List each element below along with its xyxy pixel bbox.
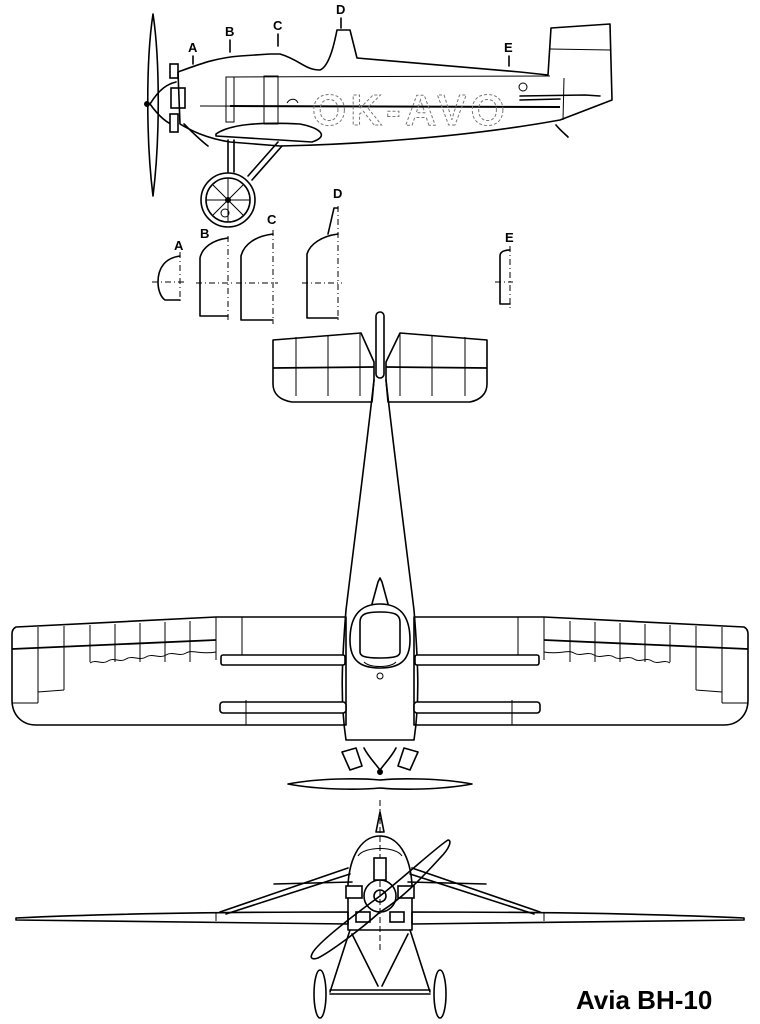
section-label-b: B	[225, 24, 234, 39]
section-a-label: A	[174, 238, 184, 253]
propeller-top	[287, 778, 473, 790]
aileron-left	[220, 654, 346, 666]
section-label-d: D	[336, 2, 345, 17]
side-view: OK-AVO A B C D E	[144, 2, 613, 228]
wheel-right-front	[433, 969, 447, 1019]
wing-airfoil-side	[215, 122, 323, 143]
cockpit-top	[349, 603, 411, 669]
section-e-label: E	[505, 230, 514, 245]
rudder-top	[375, 311, 385, 379]
section-b-label: B	[200, 226, 209, 241]
section-label-a: A	[188, 40, 198, 55]
aircraft-title: Avia BH-10	[576, 985, 713, 1015]
section-label-e: E	[504, 40, 513, 55]
section-label-c: C	[273, 18, 283, 33]
propeller-side	[146, 13, 160, 197]
wing-right-front	[411, 911, 745, 925]
wheel-side	[200, 172, 256, 228]
tailplane-left	[272, 332, 375, 403]
aileron-right	[414, 654, 540, 666]
fuselage-top	[341, 379, 419, 741]
fuselage-outline	[177, 23, 613, 147]
cross-sections: A B C D E	[152, 186, 514, 324]
top-view	[11, 311, 749, 790]
section-c-label: C	[267, 212, 277, 227]
section-d-label: D	[333, 186, 342, 201]
propeller-front	[310, 839, 451, 960]
wing-left-front	[15, 911, 349, 925]
front-view	[15, 800, 745, 1019]
tailplane-right	[385, 332, 488, 403]
registration-marking: OK-AVO	[312, 86, 509, 135]
wheel-left-front	[313, 969, 327, 1019]
